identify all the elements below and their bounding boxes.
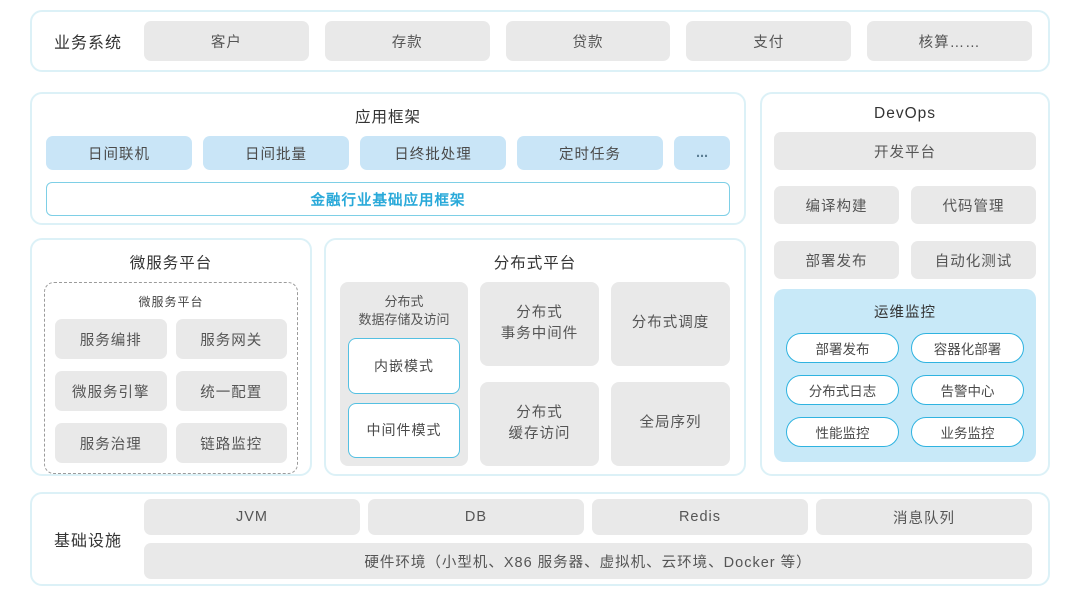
distributed-schedule-card: 分布式调度 [611, 282, 730, 366]
ops-chip-alert-center: 告警中心 [911, 375, 1024, 405]
devops-panel: DevOps 开发平台 编译构建 代码管理 部署发布 自动化测试 运维监控 部署… [760, 92, 1050, 476]
storage-mode-embedded: 内嵌模式 [348, 338, 460, 394]
app-framework-title: 应用框架 [354, 109, 421, 126]
ops-monitoring-panel: 运维监控 部署发布 容器化部署 分布式日志 告警中心 性能监控 业务监控 [774, 289, 1036, 462]
micro-chip-config: 统一配置 [175, 371, 287, 411]
app-chip-eod-batch: 日终批处理 [360, 136, 506, 170]
infrastructure-section: 基础设施 JVM DB Redis 消息队列 硬件环境（小型机、X86 服务器、… [30, 492, 1050, 586]
distributed-panel: 分布式平台 分布式 数据存储及访问 内嵌模式 中间件模式 分布式 事务中间件 分… [324, 238, 746, 476]
platform-row: 微服务平台 微服务平台 服务编排 服务网关 微服务引擎 统一配置 服务治理 链路… [30, 238, 746, 476]
app-framework-chips: 日间联机 日间批量 日终批处理 定时任务 ... [46, 136, 730, 170]
devops-chip-code-mgmt: 代码管理 [911, 186, 1036, 224]
devops-chip-build: 编译构建 [774, 186, 899, 224]
business-systems-label: 业务系统 [53, 35, 122, 52]
middle-region: 应用框架 日间联机 日间批量 日终批处理 定时任务 ... 金融行业基础应用框架… [30, 92, 1050, 476]
distributed-sequence-card: 全局序列 [611, 382, 730, 466]
ops-chip-business-monitor: 业务监控 [911, 417, 1024, 447]
right-column: DevOps 开发平台 编译构建 代码管理 部署发布 自动化测试 运维监控 部署… [760, 92, 1050, 476]
devops-grid: 编译构建 代码管理 部署发布 自动化测试 [774, 186, 1036, 279]
hardware-environment-chip: 硬件环境（小型机、X86 服务器、虚拟机、云环境、Docker 等） [144, 543, 1032, 579]
business-item-payment: 支付 [686, 21, 852, 61]
app-chip-ellipsis: ... [674, 136, 730, 170]
distributed-col-right: 分布式调度 全局序列 [611, 282, 730, 466]
devops-chip-auto-test: 自动化测试 [911, 241, 1036, 279]
ops-chip-deploy-release: 部署发布 [786, 333, 899, 363]
finance-base-framework-box: 金融行业基础应用框架 [46, 182, 730, 216]
business-systems-section: 业务系统 客户 存款 贷款 支付 核算…… [30, 10, 1050, 72]
microservice-inner-title: 微服务平台 [138, 295, 204, 309]
distributed-storage-title: 分布式 数据存储及访问 [358, 294, 450, 328]
ops-chip-container-deploy: 容器化部署 [911, 333, 1024, 363]
ops-monitoring-title: 运维监控 [874, 305, 936, 321]
infrastructure-label: 基础设施 [53, 533, 122, 550]
microservice-grid: 服务编排 服务网关 微服务引擎 统一配置 服务治理 链路监控 [55, 319, 287, 463]
left-column: 应用框架 日间联机 日间批量 日终批处理 定时任务 ... 金融行业基础应用框架… [30, 92, 746, 476]
devops-chip-deploy: 部署发布 [774, 241, 899, 279]
distributed-content: 分布式 数据存储及访问 内嵌模式 中间件模式 分布式 事务中间件 分布式 缓存访… [340, 282, 730, 466]
app-framework-panel: 应用框架 日间联机 日间批量 日终批处理 定时任务 ... 金融行业基础应用框架 [30, 92, 746, 225]
devops-dev-platform-chip: 开发平台 [774, 132, 1036, 170]
distributed-transaction-card: 分布式 事务中间件 [480, 282, 599, 366]
infra-chip-redis: Redis [592, 499, 808, 535]
microservice-inner-box: 微服务平台 服务编排 服务网关 微服务引擎 统一配置 服务治理 链路监控 [44, 282, 298, 474]
distributed-cache-card: 分布式 缓存访问 [480, 382, 599, 466]
distributed-title: 分布式平台 [493, 255, 577, 272]
app-chip-daytime-online: 日间联机 [46, 136, 192, 170]
business-item-loan: 贷款 [505, 21, 671, 61]
app-chip-scheduled-task: 定时任务 [517, 136, 663, 170]
devops-title: DevOps [874, 105, 936, 122]
business-item-accounting: 核算…… [867, 21, 1032, 61]
micro-chip-engine: 微服务引擎 [55, 371, 167, 411]
infra-chip-mq: 消息队列 [816, 499, 1032, 535]
app-chip-daytime-batch: 日间批量 [203, 136, 349, 170]
micro-chip-gateway: 服务网关 [175, 319, 287, 359]
infrastructure-content: JVM DB Redis 消息队列 硬件环境（小型机、X86 服务器、虚拟机、云… [144, 499, 1032, 579]
ops-chip-distributed-log: 分布式日志 [786, 375, 899, 405]
business-item-customer: 客户 [144, 21, 309, 61]
microservice-panel: 微服务平台 微服务平台 服务编排 服务网关 微服务引擎 统一配置 服务治理 链路… [30, 238, 312, 476]
distributed-storage-card: 分布式 数据存储及访问 内嵌模式 中间件模式 [340, 282, 468, 466]
microservice-title: 微服务平台 [129, 255, 213, 272]
infrastructure-chips: JVM DB Redis 消息队列 [144, 499, 1032, 535]
distributed-col-middle: 分布式 事务中间件 分布式 缓存访问 [480, 282, 599, 466]
business-item-deposit: 存款 [324, 21, 490, 61]
infra-chip-db: DB [368, 499, 584, 535]
ops-chip-perf-monitor: 性能监控 [786, 417, 899, 447]
storage-mode-middleware: 中间件模式 [348, 402, 460, 458]
infra-chip-jvm: JVM [144, 499, 360, 535]
business-systems-items: 客户 存款 贷款 支付 核算…… [144, 21, 1032, 61]
micro-chip-governance: 服务治理 [55, 423, 167, 463]
ops-monitoring-grid: 部署发布 容器化部署 分布式日志 告警中心 性能监控 业务监控 [786, 333, 1024, 447]
micro-chip-orchestration: 服务编排 [55, 319, 167, 359]
micro-chip-tracing: 链路监控 [175, 423, 287, 463]
